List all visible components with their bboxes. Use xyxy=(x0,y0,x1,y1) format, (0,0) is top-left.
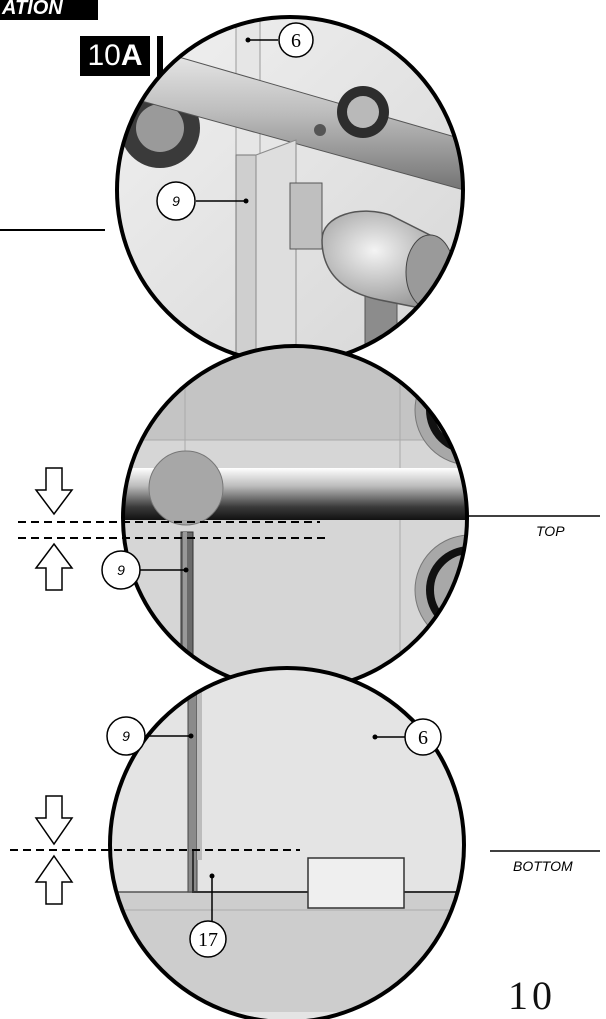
bottom-label: BOTTOM xyxy=(513,858,573,874)
callout-part-9-middle: 9 xyxy=(101,550,189,590)
step-badge-bar xyxy=(157,36,163,76)
arrow-up-icon xyxy=(34,542,74,591)
svg-text:6: 6 xyxy=(418,727,428,749)
svg-text:9: 9 xyxy=(122,728,130,744)
svg-text:6: 6 xyxy=(291,30,301,52)
bottom-detail-circle xyxy=(108,666,466,1019)
callout-part-17: 17 xyxy=(189,873,227,958)
middle-detail-circle xyxy=(121,344,469,692)
top-gap-measurement xyxy=(18,467,325,591)
callout-part-6-bottom: 6 xyxy=(372,718,442,756)
step-number: 10 xyxy=(87,39,121,72)
bottom-gap-measurement xyxy=(10,795,300,905)
callout-part-6-top: 6 xyxy=(245,22,314,58)
arrow-down-icon xyxy=(34,795,74,846)
section-title: ATION xyxy=(0,0,98,20)
arrow-up-icon xyxy=(34,854,74,905)
svg-text:9: 9 xyxy=(172,193,180,209)
step-badge: 10A xyxy=(80,36,150,76)
arrow-down-icon xyxy=(34,467,74,516)
callout-part-9-bottom: 9 xyxy=(106,716,194,756)
top-label: TOP xyxy=(536,523,565,539)
callout-part-9-top: 9 xyxy=(156,181,249,221)
step-letter: A xyxy=(120,39,143,72)
svg-text:9: 9 xyxy=(117,562,125,578)
svg-text:17: 17 xyxy=(198,929,218,951)
page-number: 10 xyxy=(508,973,556,1018)
